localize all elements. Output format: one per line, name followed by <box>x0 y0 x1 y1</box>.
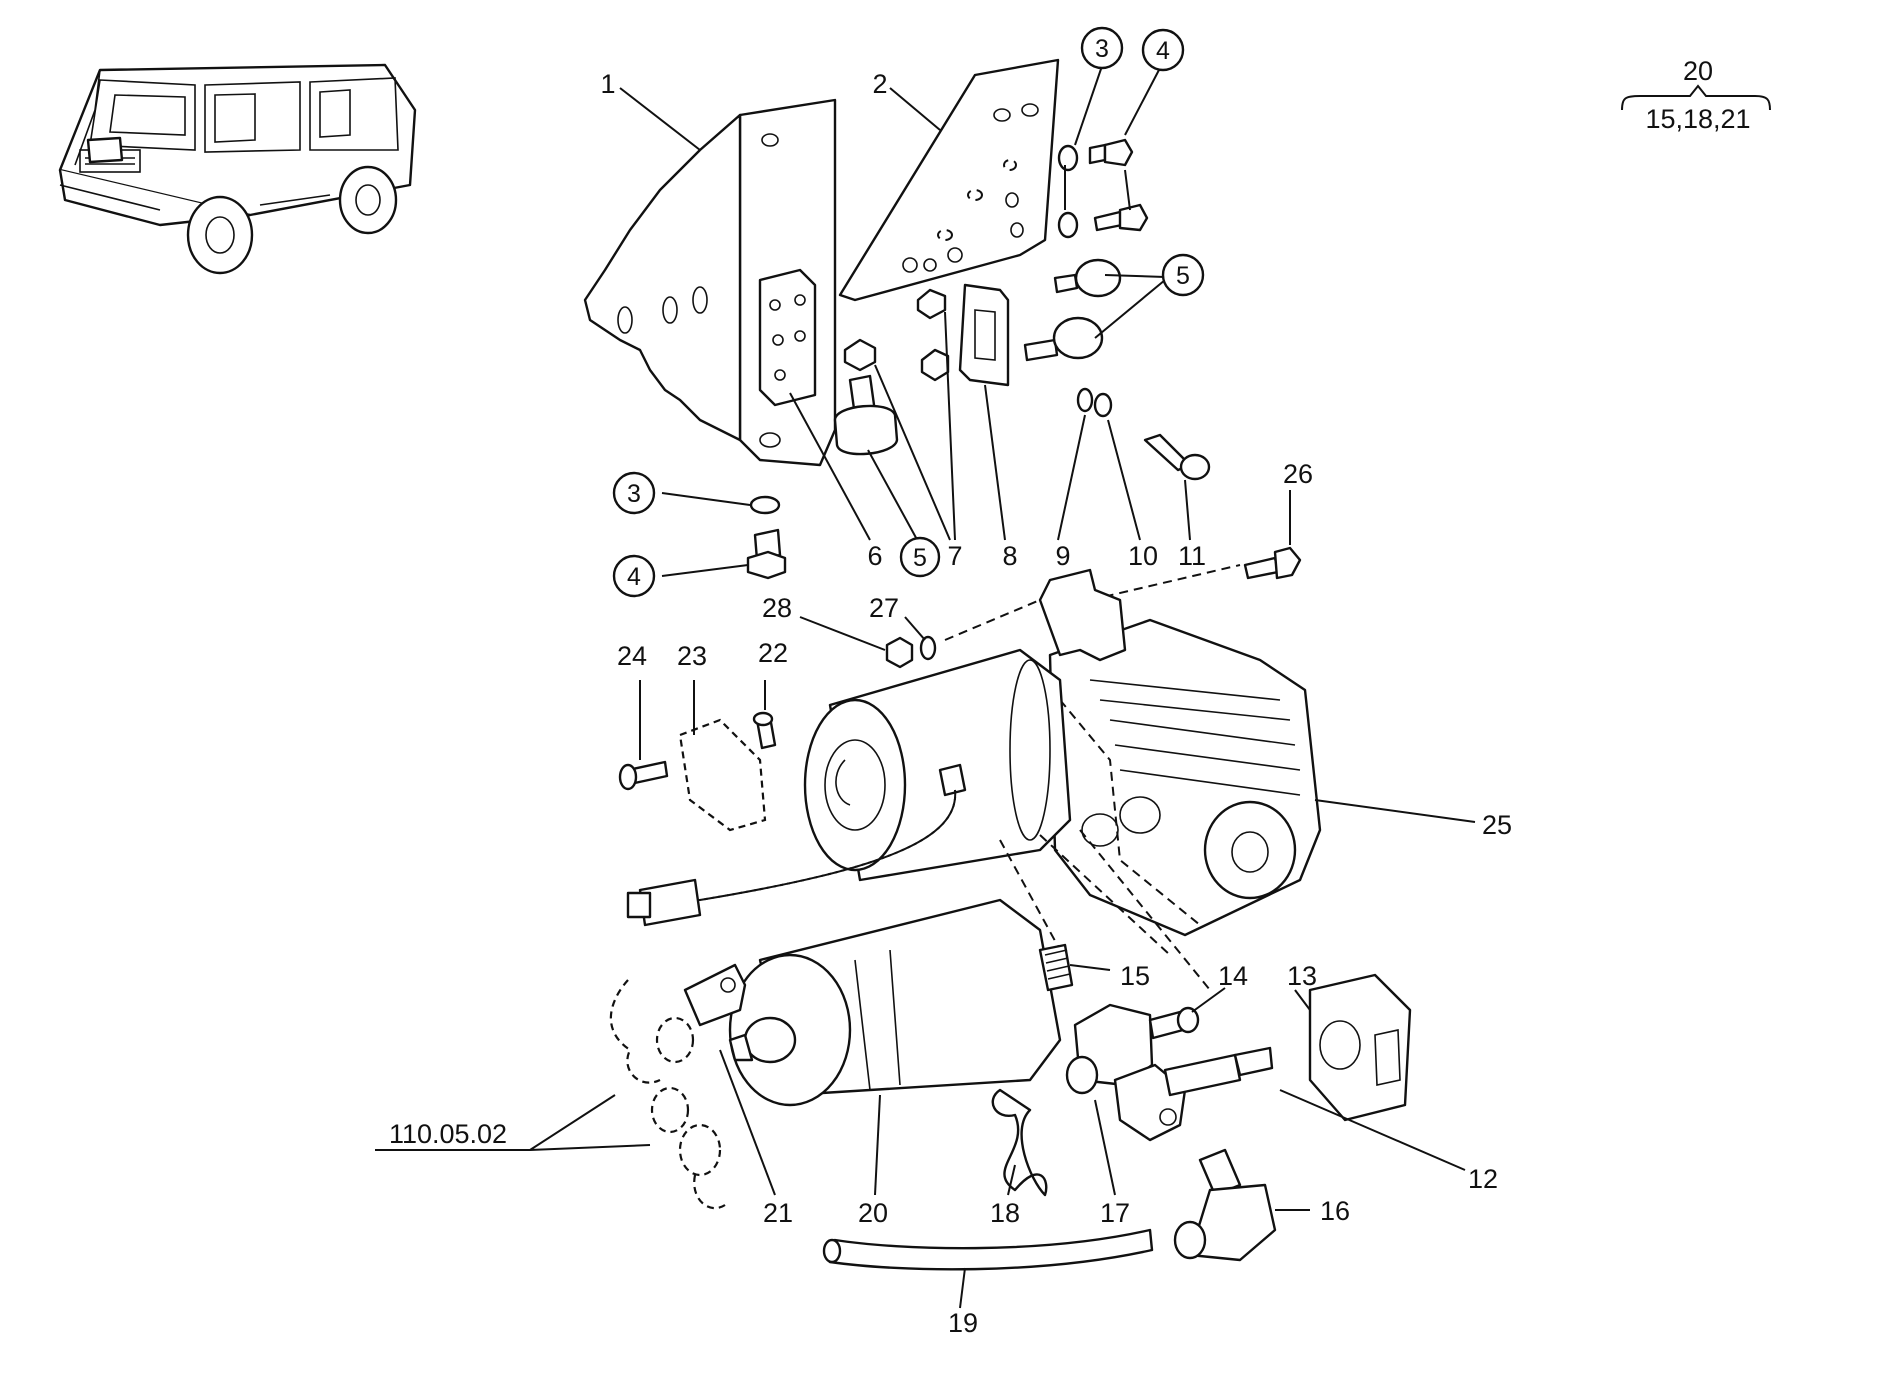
wiper-motor-assembly-25 <box>626 568 1322 937</box>
elbow-part-16 <box>1173 1148 1277 1262</box>
callout-22: 22 <box>758 638 788 668</box>
cap-part-13 <box>1308 973 1412 1122</box>
callout-19: 19 <box>948 1308 978 1338</box>
vehicle-illustration <box>58 63 417 275</box>
callout-circle-3b <box>612 471 656 515</box>
callout-3a: 3 <box>1095 35 1109 63</box>
assembly-line-b <box>1089 564 1241 601</box>
callout-27: 27 <box>869 593 899 623</box>
callout-23: 23 <box>677 641 707 671</box>
group-note-top: 20 <box>1683 56 1713 86</box>
rubber-stud-5 <box>833 374 899 456</box>
callout-circle-5b <box>899 536 941 578</box>
callout-1: 1 <box>600 69 615 99</box>
callout-circle-4b <box>612 554 656 598</box>
reference-number: 110.05.02 <box>389 1119 507 1149</box>
callout-6: 6 <box>867 541 882 571</box>
assembly-line-c <box>999 829 1211 991</box>
ring-set-ref <box>609 979 726 1210</box>
callout-26: 26 <box>1283 459 1313 489</box>
callout-28: 28 <box>762 593 792 623</box>
callout-5a: 5 <box>1176 262 1190 290</box>
motor-part-20 <box>683 898 1074 1107</box>
callout-18: 18 <box>990 1198 1020 1228</box>
callout-5b: 5 <box>913 544 927 572</box>
callout-12: 12 <box>1468 1164 1498 1194</box>
fastener-group-22-24 <box>618 711 777 832</box>
callout-7: 7 <box>947 541 962 571</box>
callout-2: 2 <box>872 69 887 99</box>
group-note-bottom: 15,18,21 <box>1645 104 1750 134</box>
nut-group-7 <box>843 288 950 382</box>
bolt-part-26 <box>1243 546 1302 580</box>
rubber-mount-group-5 <box>1023 258 1122 362</box>
washer-bolt-group-top <box>1057 138 1149 239</box>
callout-20: 20 <box>858 1198 888 1228</box>
washer-group-9-10 <box>1076 387 1113 418</box>
clip-part-18 <box>991 1088 1048 1197</box>
callout-3b: 3 <box>627 480 641 508</box>
plate-part-6 <box>758 268 817 407</box>
callout-circle-5a <box>1161 253 1205 297</box>
callout-circle-4a <box>1141 28 1185 72</box>
callout-14: 14 <box>1218 961 1248 991</box>
callout-8: 8 <box>1002 541 1017 571</box>
callout-circle-3a <box>1080 26 1124 70</box>
callout-10: 10 <box>1128 541 1158 571</box>
nozzle-part-14 <box>1148 1006 1200 1040</box>
callout-24: 24 <box>617 641 647 671</box>
nut-washer-27-28 <box>885 635 937 669</box>
washer-bolt-group-left <box>746 495 787 580</box>
callout-4b: 4 <box>627 563 641 591</box>
callout-17: 17 <box>1100 1198 1130 1228</box>
clamp-plate-part-8 <box>958 283 1010 387</box>
callout-labels: 1 2 3 4 5 3 4 6 5 7 8 9 10 11 26 28 27 2… <box>389 26 1512 1338</box>
hose-part-19 <box>822 1228 1154 1271</box>
callout-16: 16 <box>1320 1196 1350 1226</box>
callout-4a: 4 <box>1156 37 1170 65</box>
assembly-line-a <box>944 599 1041 641</box>
callout-9: 9 <box>1055 541 1070 571</box>
callout-25: 25 <box>1482 810 1512 840</box>
callout-13: 13 <box>1287 961 1317 991</box>
callout-21: 21 <box>763 1198 793 1228</box>
bolt-part-11 <box>1143 433 1211 481</box>
bracket-part-2 <box>838 58 1060 302</box>
callout-15: 15 <box>1120 961 1150 991</box>
callout-11: 11 <box>1178 541 1206 571</box>
leader-lines <box>375 65 1476 1309</box>
tube-fitting-part-12 <box>1163 1046 1274 1097</box>
group-note: 20 15,18,21 <box>1621 56 1771 134</box>
